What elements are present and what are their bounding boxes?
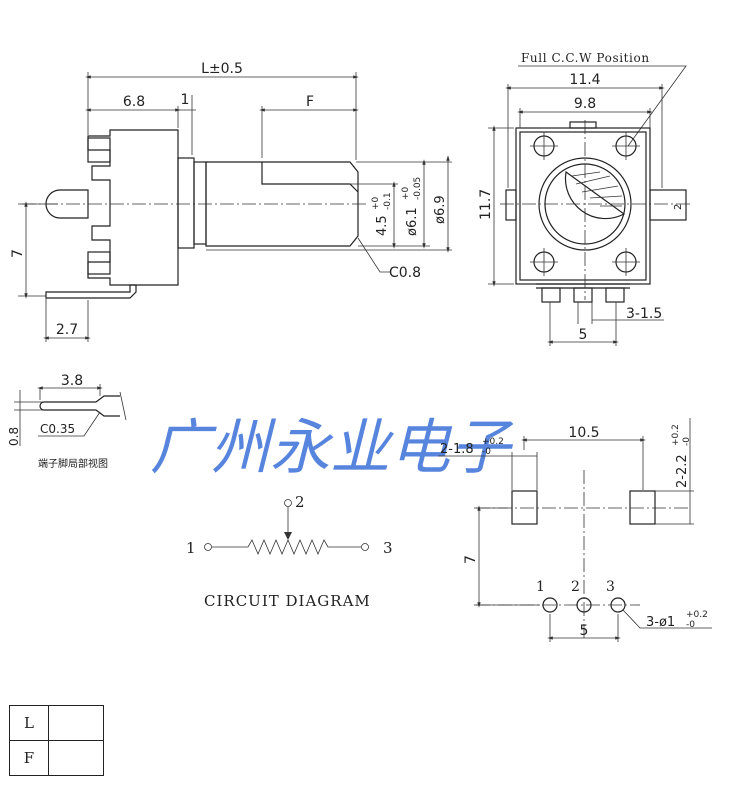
- dim-5: 5: [579, 327, 588, 343]
- hole-leader: [622, 609, 712, 629]
- spec-value-F: [48, 740, 104, 776]
- front-tab-top: [569, 121, 597, 129]
- dim-1: 1: [181, 92, 190, 108]
- front-tab-right: [649, 189, 687, 221]
- watermark-text: 广州永业电子: [150, 413, 514, 483]
- dim-6-1-tol-bot: -0.05: [413, 177, 423, 200]
- dim-length: L±0.5: [201, 61, 243, 77]
- terminal-detail: 3.8 0.8 C0.35 端子脚局部视图: [7, 373, 127, 470]
- chamfer-leader-small: [38, 411, 101, 437]
- dim-2-2: 2-2.2: [675, 454, 690, 488]
- side-pin-bottom: [87, 251, 111, 275]
- footprint-pad-right: [629, 490, 656, 525]
- pcb-footprint: 2-1.8 +0.2 -0 10.5 2-2.2 +0.2 -0 7 1 2 3…: [438, 418, 712, 642]
- chamfer-leader: [357, 237, 390, 273]
- dim-3-8: 3.8: [61, 373, 83, 389]
- front-terminal-2: [573, 287, 593, 303]
- chamfer-label: C0.8: [389, 265, 421, 281]
- dim-3-hole: 3-ø1: [646, 615, 675, 630]
- dim-6-9: ø6.9: [433, 195, 448, 224]
- circuit-pin1-dot: [204, 543, 212, 551]
- dim-7-footprint: 7: [463, 555, 479, 564]
- circuit-caption: CIRCUIT DIAGRAM: [204, 592, 371, 610]
- terminal-break: [119, 391, 127, 421]
- dim-2: 2: [673, 204, 684, 210]
- side-pin-top: [87, 137, 111, 163]
- dim-2-1-8-tol-top: +0.2: [482, 437, 504, 447]
- dim-4-5: 4.5: [375, 215, 390, 236]
- dim-11-4: 11.4: [569, 72, 600, 88]
- position-leader: [518, 65, 687, 147]
- footprint-pad-left: [511, 490, 538, 525]
- front-terminal-3: [605, 287, 625, 303]
- dim-3-hole-tol-top: +0.2: [686, 610, 708, 620]
- footprint-pin3: 3: [606, 579, 615, 595]
- dim-4-5-tol-top: +0: [371, 196, 381, 210]
- dim-F: F: [306, 94, 314, 110]
- dim-3-hole-tol-bot: -0: [686, 620, 695, 630]
- spec-key-L: L: [9, 705, 49, 741]
- terminal-caption: 端子脚局部视图: [38, 457, 108, 470]
- front-hole-br: [612, 248, 640, 276]
- front-tab-left: [505, 189, 517, 221]
- circuit-pin2-dot: [284, 499, 292, 507]
- front-hole-tr: [612, 132, 640, 160]
- side-body-outline: [87, 129, 179, 286]
- circuit-pin3: 3: [383, 539, 393, 557]
- dim-4-5-tol-bot: -0.1: [383, 192, 393, 210]
- dim-6-1-tol-top: +0: [401, 186, 411, 200]
- position-label: Full C.C.W Position: [521, 51, 650, 65]
- front-hole-tl: [530, 132, 558, 160]
- side-view: L±0.5 6.8 1 F 4.5 +0 -0.1 ø6.1 +0 -0.05 …: [10, 61, 452, 342]
- dim-2-1-8-tol-bot: -0: [482, 447, 491, 457]
- wiper-arrow: [284, 532, 292, 540]
- footprint-pin2: 2: [571, 579, 580, 595]
- footprint-pin1: 1: [536, 579, 545, 595]
- circuit-diagram: 1 2 3 CIRCUIT DIAGRAM: [186, 493, 393, 610]
- resistor-zigzag: [212, 538, 361, 556]
- dim-6-8: 6.8: [123, 94, 145, 110]
- dim-7: 7: [10, 249, 26, 258]
- side-flange: [177, 157, 195, 249]
- front-view: Full C.C.W Position: [478, 51, 690, 346]
- dim-2-2-tol-top: +0.2: [671, 424, 681, 446]
- dim-2-1-8: 2-1.8: [440, 442, 474, 457]
- dim-6-1: ø6.1: [405, 207, 420, 236]
- spec-key-F: F: [9, 740, 49, 776]
- dim-10-5: 10.5: [568, 425, 599, 441]
- dim-9-8: 9.8: [574, 96, 596, 112]
- side-shaft-flat: [261, 162, 359, 193]
- circuit-pin1: 1: [186, 539, 196, 557]
- side-bracket: [45, 284, 137, 299]
- dim-0-8: 0.8: [7, 427, 21, 446]
- circuit-pin2: 2: [295, 493, 305, 511]
- dim-3-1-5: 3-1.5: [626, 306, 662, 322]
- dim-2-2-tol-bot: -0: [682, 437, 692, 446]
- side-shaft: [205, 161, 359, 247]
- table-row: L: [9, 705, 104, 741]
- front-terminal-1: [541, 287, 561, 303]
- front-body-inner: [519, 131, 647, 281]
- side-bump: [45, 189, 89, 219]
- dim-11-7: 11.7: [478, 189, 494, 220]
- dim-2-7: 2.7: [56, 322, 78, 338]
- table-row: F: [9, 740, 104, 776]
- dim-5-footprint: 5: [580, 623, 589, 639]
- spec-value-L: [48, 705, 104, 741]
- spec-table: L F: [9, 705, 104, 776]
- side-bushing: [193, 161, 207, 245]
- front-hole-bl: [530, 248, 558, 276]
- front-knob-hatch: [571, 171, 623, 207]
- terminal-chamfer: C0.35: [40, 422, 75, 436]
- terminal-shape: [39, 395, 120, 417]
- circuit-pin3-dot: [361, 543, 369, 551]
- front-knob-flat: [564, 170, 626, 220]
